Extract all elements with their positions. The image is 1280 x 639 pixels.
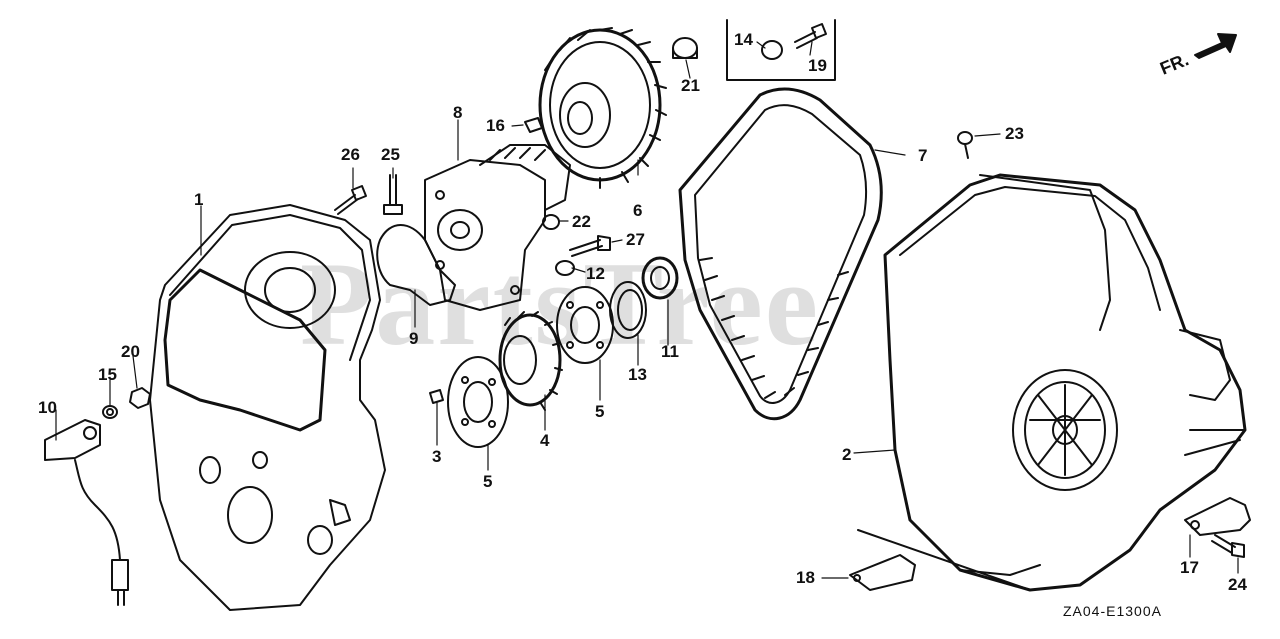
- part-23-bolt[interactable]: [957, 131, 973, 159]
- part-5-guide-plate-upper[interactable]: [556, 286, 614, 364]
- callout-27[interactable]: 27: [626, 230, 645, 249]
- part-27-bolt[interactable]: [569, 235, 611, 257]
- part-8-pump-body[interactable]: [424, 144, 571, 311]
- part-26-bolt[interactable]: [334, 185, 367, 215]
- callout-3[interactable]: 3: [432, 447, 442, 466]
- callout-5-upper[interactable]: 5: [595, 402, 605, 421]
- callout-19[interactable]: 19: [808, 56, 827, 75]
- callout-18[interactable]: 18: [796, 568, 815, 587]
- part-16-key[interactable]: [524, 117, 543, 133]
- callout-23[interactable]: 23: [1005, 124, 1024, 143]
- callout-17[interactable]: 17: [1180, 558, 1199, 577]
- part-25-bolt[interactable]: [383, 174, 403, 215]
- part-19-bolt[interactable]: [794, 31, 818, 49]
- diagram-code: ZA04-E1300A: [1063, 603, 1162, 619]
- part-7-timing-belt[interactable]: [678, 87, 883, 421]
- part-9-gasket[interactable]: [376, 224, 456, 306]
- callout-12[interactable]: 12: [586, 264, 605, 283]
- part-4-crank-pulley[interactable]: [498, 311, 563, 411]
- part-20-nut[interactable]: [129, 387, 151, 409]
- part-21-cap-nut[interactable]: [672, 37, 698, 59]
- callout-2[interactable]: 2: [842, 445, 852, 464]
- callout-7[interactable]: 7: [918, 146, 928, 165]
- callout-11[interactable]: 11: [661, 342, 679, 361]
- callout-9[interactable]: 9: [409, 329, 419, 348]
- part-17-clip[interactable]: [1184, 497, 1251, 536]
- front-direction-arrow: [1194, 33, 1237, 59]
- part-2-belt-cover[interactable]: [883, 173, 1247, 592]
- part-3-key[interactable]: [429, 389, 444, 404]
- callout-26[interactable]: 26: [341, 145, 360, 164]
- callout-24[interactable]: 24: [1228, 575, 1247, 594]
- callout-13[interactable]: 13: [628, 365, 647, 384]
- callout-1[interactable]: 1: [194, 190, 204, 209]
- callout-6[interactable]: 6: [633, 201, 643, 220]
- part-10-sensor[interactable]: [44, 419, 129, 606]
- callout-8[interactable]: 8: [453, 103, 463, 122]
- callout-10[interactable]: 10: [38, 398, 57, 417]
- part-5-guide-plate-lower[interactable]: [447, 356, 509, 448]
- callout-25[interactable]: 25: [381, 145, 400, 164]
- part-11-oil-seal[interactable]: [641, 256, 679, 300]
- part-14-19-group: [726, 19, 836, 81]
- callout-15[interactable]: 15: [98, 365, 117, 384]
- callout-16[interactable]: 16: [486, 116, 505, 135]
- part-18-clip[interactable]: [849, 529, 1031, 591]
- part-13-retainer[interactable]: [609, 281, 647, 339]
- callout-5-lower[interactable]: 5: [483, 472, 493, 491]
- part-15-washer[interactable]: [102, 405, 118, 419]
- callout-14[interactable]: 14: [734, 30, 753, 49]
- callout-20[interactable]: 20: [121, 342, 140, 361]
- part-12-washer[interactable]: [555, 260, 575, 276]
- leader-lines: [55, 41, 1239, 579]
- callout-22[interactable]: 22: [572, 212, 591, 231]
- callout-4[interactable]: 4: [540, 431, 550, 450]
- callout-21[interactable]: 21: [681, 76, 700, 95]
- part-6-cam-pulley[interactable]: [538, 27, 667, 189]
- part-24-bolt[interactable]: [1211, 534, 1245, 558]
- part-1-timing-plate[interactable]: [149, 204, 386, 611]
- part-22-washer[interactable]: [542, 214, 560, 230]
- part-14-washer[interactable]: [761, 40, 783, 60]
